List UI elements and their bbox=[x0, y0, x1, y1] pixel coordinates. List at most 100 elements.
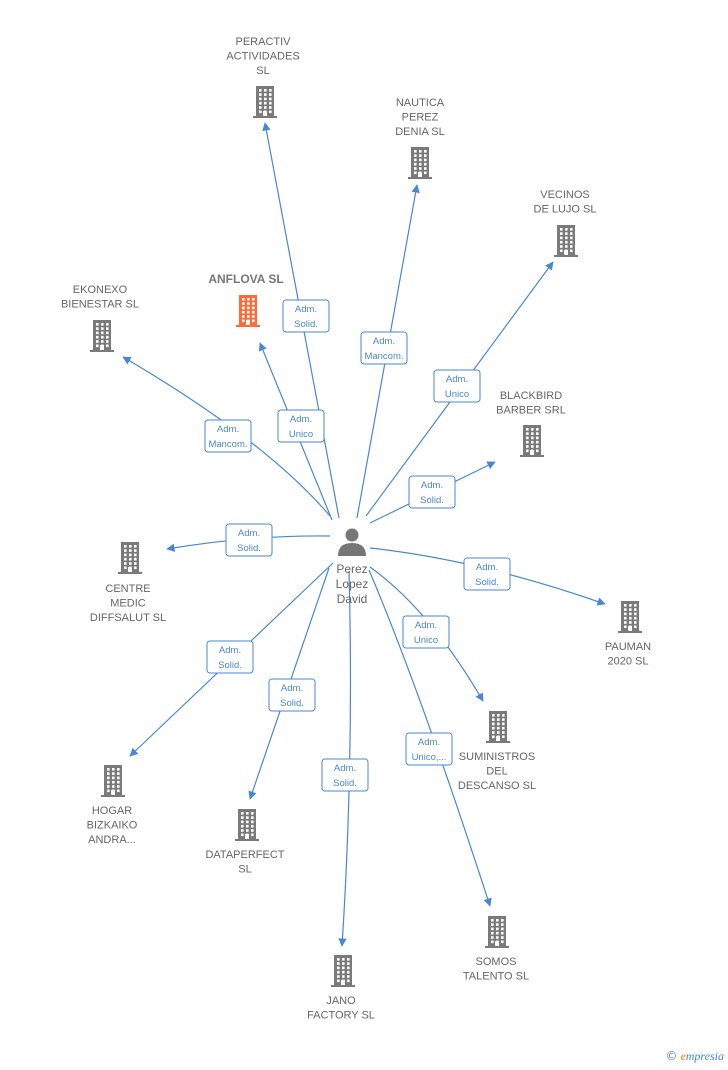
brand-name: mpresia bbox=[685, 1049, 724, 1063]
company-label: EKONEXO bbox=[73, 284, 128, 296]
role-label: Mancom. bbox=[208, 439, 247, 450]
relation-edge-jano[interactable]: Adm.Solid. bbox=[321, 570, 369, 947]
building-window bbox=[531, 432, 534, 435]
building-window bbox=[252, 319, 255, 323]
building-window bbox=[106, 344, 109, 348]
role-box bbox=[204, 419, 252, 453]
building-window bbox=[560, 249, 563, 253]
building-window bbox=[337, 975, 340, 978]
building-window bbox=[337, 970, 340, 974]
relation-edge-vecinos[interactable]: Adm.Unico bbox=[365, 261, 554, 517]
building-window bbox=[101, 331, 104, 335]
building-door bbox=[128, 567, 132, 572]
relation-edge-suministros[interactable]: Adm.Unico bbox=[369, 566, 484, 702]
relation-edge-pauman[interactable]: Adm.Solid. bbox=[369, 547, 606, 606]
building-window bbox=[492, 718, 495, 721]
building-window bbox=[424, 154, 427, 157]
role-box bbox=[277, 409, 325, 443]
building-window bbox=[251, 833, 254, 837]
building-window bbox=[491, 923, 494, 926]
company-ekonexo[interactable]: EKONEXO BIENESTAR SL bbox=[61, 284, 139, 352]
relation-edge-hogar[interactable]: Adm.Solid. bbox=[129, 562, 334, 757]
building-window bbox=[251, 820, 254, 824]
company-label: ANDRA... bbox=[88, 834, 136, 846]
building-window bbox=[492, 722, 495, 726]
building-window bbox=[252, 298, 255, 301]
relation-edge-peractiv[interactable]: Adm.Solid. bbox=[262, 122, 340, 519]
relation-edge-dataperfect[interactable]: Adm.Solid. bbox=[248, 567, 330, 800]
relation-edge-somos[interactable]: Adm.Unico,... bbox=[368, 569, 492, 907]
relation-edge-anflova[interactable]: Adm.Unico bbox=[258, 342, 333, 521]
building-window bbox=[502, 735, 505, 739]
relation-edge-blackbird[interactable]: Adm.Solid. bbox=[369, 461, 496, 524]
company-label: DIFFSALUT SL bbox=[90, 612, 166, 624]
building-door bbox=[495, 941, 499, 946]
building-window bbox=[414, 167, 417, 170]
role-box bbox=[405, 732, 453, 766]
person-name: David bbox=[337, 592, 368, 606]
building-window bbox=[107, 789, 110, 793]
company-label: ACTIVIDADES bbox=[226, 51, 299, 63]
building-base bbox=[331, 985, 355, 987]
building-window bbox=[347, 979, 350, 983]
building-window bbox=[560, 228, 563, 231]
building-window bbox=[634, 616, 637, 620]
building-base bbox=[485, 946, 509, 948]
building-window bbox=[624, 604, 627, 607]
building-window bbox=[259, 110, 262, 114]
building-window bbox=[342, 958, 345, 961]
role-label: Adm. bbox=[334, 763, 356, 774]
company-hogar[interactable]: HOGARBIZKAIKOANDRA... bbox=[87, 765, 138, 846]
building-window bbox=[526, 428, 529, 431]
building-door bbox=[111, 790, 115, 795]
building-window bbox=[501, 923, 504, 926]
footer-brand[interactable]: ©empresia bbox=[665, 1049, 724, 1064]
building-window bbox=[124, 557, 127, 561]
building-window bbox=[501, 919, 504, 922]
relation-edge-nautica[interactable]: Adm.Mancom. bbox=[356, 184, 420, 519]
role-label: Adm. bbox=[418, 737, 440, 748]
relation-edge-centre[interactable]: Adm.Solid. bbox=[166, 523, 331, 557]
building-window bbox=[531, 428, 534, 431]
building-window bbox=[634, 604, 637, 607]
building-window bbox=[496, 931, 499, 935]
building-window bbox=[269, 93, 272, 96]
role-label: Adm. bbox=[415, 620, 437, 631]
company-label: BIENESTAR SL bbox=[61, 299, 139, 311]
building-window bbox=[497, 722, 500, 726]
building-window bbox=[124, 562, 127, 565]
building-door bbox=[341, 980, 345, 985]
building-window bbox=[419, 167, 422, 170]
building-window bbox=[101, 327, 104, 330]
building-window bbox=[497, 714, 500, 717]
building-window bbox=[246, 824, 249, 828]
building-window bbox=[501, 931, 504, 935]
building-window bbox=[129, 553, 132, 557]
role-label: Adm. bbox=[290, 414, 312, 425]
building-door bbox=[418, 172, 422, 177]
building-window bbox=[337, 958, 340, 961]
building-icon bbox=[253, 86, 277, 118]
company-label: 2020 SL bbox=[608, 656, 649, 668]
role-label: Adm. bbox=[281, 683, 303, 694]
building-window bbox=[134, 566, 137, 570]
company-label: BARBER SRL bbox=[496, 405, 566, 417]
building-window bbox=[419, 150, 422, 153]
company-anflova[interactable]: ANFLOVA SL bbox=[208, 272, 284, 327]
building-icon bbox=[118, 542, 142, 574]
building-window bbox=[496, 923, 499, 926]
company-label: HOGAR bbox=[92, 805, 132, 817]
relation-edge-ekonexo[interactable]: Adm. Mancom. bbox=[122, 356, 331, 517]
building-window bbox=[117, 785, 120, 788]
